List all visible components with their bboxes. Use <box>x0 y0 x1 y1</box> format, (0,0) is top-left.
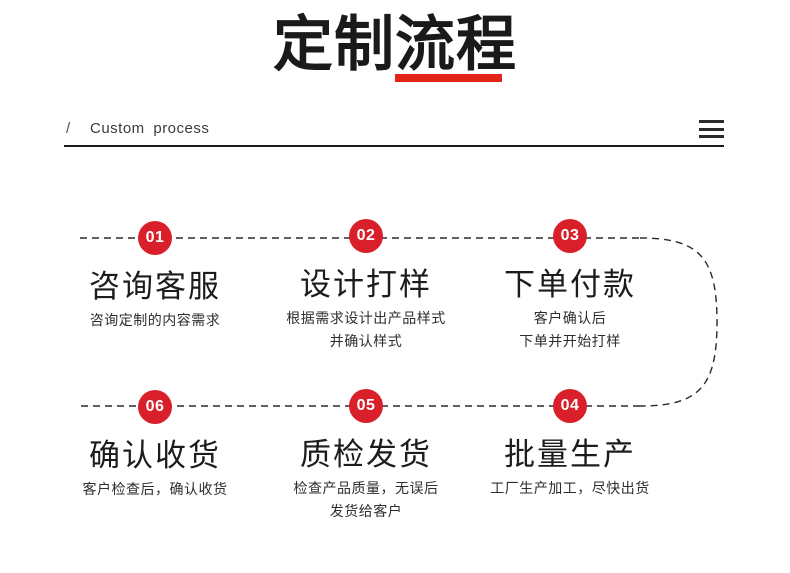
step-title-05: 质检发货 <box>300 437 432 472</box>
step-desc-03: 客户确认后 下单并开始打样 <box>445 307 695 353</box>
step-card-05[interactable]: 质检发货 检查产品质量，无误后 发货给客户 <box>241 435 491 523</box>
step-badge-06[interactable]: 06 <box>138 390 172 424</box>
step-card-02[interactable]: 设计打样 根据需求设计出产品样式 并确认样式 <box>241 265 491 353</box>
hamburger-bar-3 <box>699 135 724 138</box>
step-badge-03[interactable]: 03 <box>553 219 587 253</box>
hamburger-bar-2 <box>699 127 724 131</box>
header-divider <box>64 145 724 147</box>
step-badge-02[interactable]: 02 <box>349 219 383 253</box>
step-desc-02: 根据需求设计出产品样式 并确认样式 <box>241 307 491 353</box>
step-desc-02-line-1: 根据需求设计出产品样式 <box>286 310 446 326</box>
hamburger-menu-icon[interactable] <box>699 120 724 138</box>
step-desc-05-line-1: 检查产品质量，无误后 <box>293 480 439 496</box>
step-badge-05[interactable]: 05 <box>349 389 383 423</box>
hamburger-bar-1 <box>699 120 724 123</box>
step-desc-02-line-2: 并确认样式 <box>329 333 403 349</box>
step-desc-04: 工厂生产加工，尽快出货 <box>445 477 695 500</box>
subheader: / Custom process <box>64 118 724 148</box>
step-desc-01-line-1: 咨询定制的内容需求 <box>89 312 221 328</box>
step-title-06: 确认收货 <box>89 438 221 473</box>
step-badge-04[interactable]: 04 <box>553 389 587 423</box>
flow-line-uturn <box>639 237 718 407</box>
subtitle-slash: / <box>66 120 71 137</box>
step-title-02: 设计打样 <box>300 267 432 302</box>
step-desc-01: 咨询定制的内容需求 <box>30 309 280 332</box>
step-desc-04-line-1: 工厂生产加工，尽快出货 <box>490 480 650 496</box>
title-underline-accent <box>395 74 502 82</box>
step-desc-06-line-1: 客户检查后，确认收货 <box>82 481 228 497</box>
subtitle-text: Custom process <box>90 120 210 137</box>
step-desc-05: 检查产品质量，无误后 发货给客户 <box>241 477 491 523</box>
step-desc-03-line-2: 下单并开始打样 <box>519 333 621 349</box>
step-card-01[interactable]: 咨询客服 咨询定制的内容需求 <box>30 267 280 332</box>
step-desc-06: 客户检查后，确认收货 <box>30 478 280 501</box>
step-title-03: 下单付款 <box>504 267 636 302</box>
step-desc-03-line-1: 客户确认后 <box>533 310 607 326</box>
step-card-04[interactable]: 批量生产 工厂生产加工，尽快出货 <box>445 435 695 500</box>
step-badge-01[interactable]: 01 <box>138 221 172 255</box>
step-title-04: 批量生产 <box>504 437 636 472</box>
step-title-01: 咨询客服 <box>89 269 221 304</box>
step-card-03[interactable]: 下单付款 客户确认后 下单并开始打样 <box>445 265 695 353</box>
step-card-06[interactable]: 确认收货 客户检查后，确认收货 <box>30 436 280 501</box>
step-desc-05-line-2: 发货给客户 <box>329 503 403 519</box>
page-title: 定制流程 <box>273 11 517 78</box>
